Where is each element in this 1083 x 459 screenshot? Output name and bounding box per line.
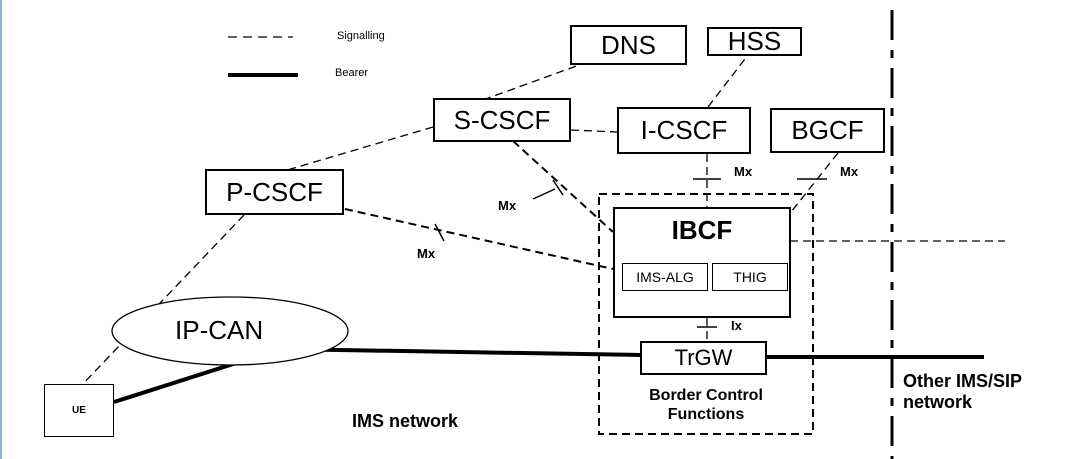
- link-pcscf-scscf: [283, 126, 434, 172]
- hss-node: HSS: [707, 26, 802, 56]
- mx-label-bgcf: Mx: [840, 164, 859, 179]
- link-bgcf-ibcf: [790, 152, 839, 213]
- i-cscf-node: I-CSCF: [617, 107, 751, 154]
- bgcf-node: BGCF: [770, 108, 885, 153]
- ims-alg-node: IMS-ALG: [622, 263, 708, 291]
- link-scscf-dns: [482, 60, 591, 101]
- trgw-node: TrGW: [640, 341, 767, 375]
- other-network-label: Other IMS/SIP network: [903, 371, 1022, 412]
- mx-tick-scscf: [552, 179, 564, 196]
- dns-node: DNS: [570, 25, 687, 65]
- link-ue-pcscf: [79, 214, 245, 388]
- link-scscf-ibcf: [512, 140, 614, 233]
- mx-tick-pcscf: [434, 223, 445, 242]
- mx-label-icscf: Mx: [734, 164, 753, 179]
- ibcf-node: IBCF: [613, 207, 791, 318]
- ue-node: UE: [44, 384, 114, 437]
- p-cscf-node: P-CSCF: [205, 169, 344, 215]
- ix-label: Ix: [731, 318, 742, 333]
- ims-network-label: IMS network: [352, 411, 459, 431]
- legend-bearer-label: Bearer: [335, 67, 369, 79]
- mx-pointer-scscf: [532, 188, 556, 200]
- ip-can-label: IP-CAN: [175, 315, 264, 345]
- legend-signalling-label: Signalling: [337, 30, 385, 42]
- s-cscf-node: S-CSCF: [433, 98, 571, 142]
- link-icscf-hss: [707, 54, 749, 108]
- mx-label-pcscf: Mx: [417, 246, 436, 261]
- mx-label-scscf: Mx: [498, 198, 517, 213]
- thig-node: THIG: [712, 263, 788, 291]
- border-control-label: Border Control Functions: [649, 387, 763, 423]
- link-pcscf-ibcf: [344, 208, 614, 270]
- link-scscf-icscf: [570, 129, 618, 133]
- border-control-region: [598, 193, 814, 435]
- ip-can-ellipse: [111, 296, 349, 366]
